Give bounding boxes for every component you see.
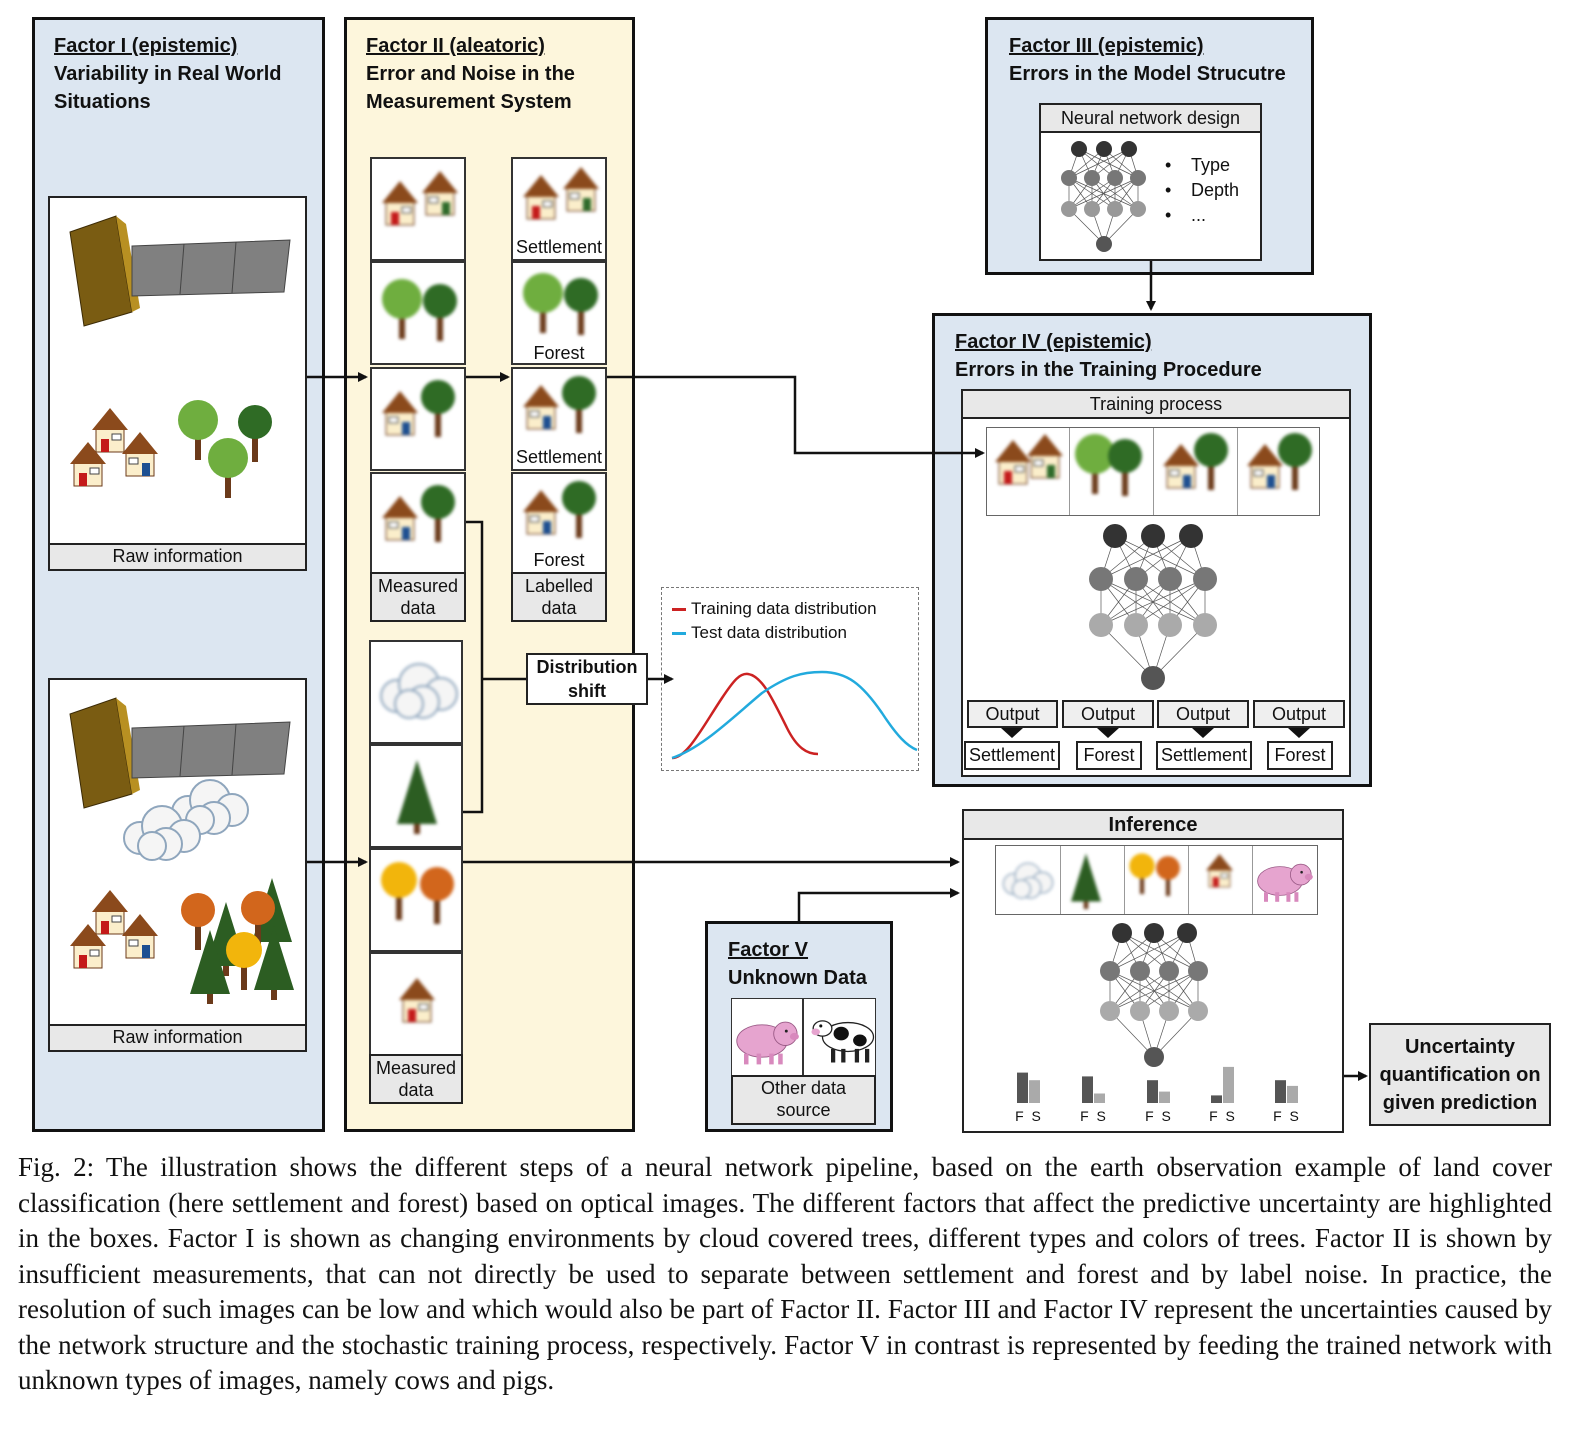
bullet-item: ... [1165, 203, 1239, 228]
measured-tile-settlement [370, 157, 466, 261]
bar-settlement [1223, 1066, 1234, 1103]
strip-divider [1188, 846, 1189, 914]
output-box: Output [1062, 700, 1154, 728]
legend-label: Test data distribution [691, 623, 847, 642]
tile-label: Settlement [515, 237, 603, 257]
inference-title: Inference [962, 809, 1344, 840]
prediction-bar-charts [1017, 1066, 1298, 1103]
nn-design-label: Neural network design [1039, 103, 1262, 133]
bar-label-row: F S F S F S F S F S [1003, 1108, 1323, 1128]
village-scene-illustration [69, 400, 272, 498]
labelled-tile: Forest [511, 261, 607, 365]
raw-scene-top [48, 196, 307, 570]
factor4-heading: Factor IV (epistemic) [955, 331, 1152, 353]
bullet-item: Depth [1165, 178, 1239, 203]
tile-label: Settlement [515, 447, 603, 467]
cloudy-village-illustration [69, 779, 294, 1004]
measured-data-label: Measured data [369, 1054, 463, 1104]
measured-tile-mixed [370, 472, 466, 576]
inference-network-icon [1100, 923, 1208, 1067]
output-box: Output [1253, 700, 1345, 728]
factor3-title: Errors in the Model Strucutre [1009, 63, 1286, 85]
strip-divider [1237, 428, 1238, 515]
inference-images-strip [995, 845, 1318, 915]
bar-settlement [1029, 1080, 1040, 1103]
bar-label: F S [1015, 1108, 1043, 1124]
bar-settlement [1159, 1091, 1170, 1103]
raw-scene-bottom [48, 678, 307, 1052]
factor5-heading: Factor V [728, 939, 809, 961]
strip-divider [1124, 846, 1125, 914]
training-process-label: Training process [961, 389, 1351, 419]
legend-entry-training: Training data distribution [672, 597, 877, 621]
bar-settlement [1287, 1085, 1298, 1103]
output-pointers [1001, 728, 1310, 738]
bullet-item: Type [1165, 153, 1239, 178]
factor2-title: Error and Noise in the Measurement Syste… [366, 63, 575, 113]
result-box: Settlement [1156, 741, 1252, 770]
output-box: Output [967, 700, 1058, 728]
factor1-title: Variability in Real World Situations [54, 63, 282, 113]
output-box: Output [1157, 700, 1249, 728]
bar-forest [1082, 1076, 1093, 1103]
bar-label: F S [1209, 1108, 1237, 1124]
training-distribution-curve [671, 672, 819, 760]
labelled-tile: Settlement [511, 367, 607, 471]
bar-label: F S [1273, 1108, 1301, 1124]
measured-tile-cloud [369, 640, 463, 744]
nn-design-bullets: Type Depth ... [1165, 153, 1239, 228]
raw-info-label-top: Raw information [48, 543, 307, 571]
tile-label: Forest [533, 550, 585, 570]
labelled-tile: Forest [511, 472, 607, 576]
cow-image [803, 998, 876, 1076]
strip-divider [1069, 428, 1070, 515]
arrow-labelled-to-training [607, 375, 985, 458]
legend-swatch [672, 632, 686, 636]
labelled-tile: Settlement [511, 157, 607, 261]
factor2-heading: Factor II (aleatoric) [366, 35, 545, 57]
figure-caption: Fig. 2: The illustration shows the diffe… [18, 1152, 1552, 1395]
training-images-strip [986, 427, 1320, 516]
measured-tile-house [369, 952, 463, 1056]
tile-label: Forest [533, 343, 585, 363]
factor5-title: Unknown Data [728, 967, 867, 989]
network-icon [1061, 141, 1146, 252]
result-box: Settlement [964, 741, 1060, 770]
factor3-heading: Factor III (epistemic) [1009, 35, 1204, 57]
nn-design-box: Neural network design Type Depth ... [1039, 103, 1262, 261]
bar-forest [1211, 1095, 1222, 1103]
strip-divider [1252, 846, 1253, 914]
pig-image [731, 998, 803, 1076]
uncertainty-quantification-box: Uncertainty quantification on given pred… [1369, 1023, 1551, 1126]
measured-tile-pine [369, 744, 463, 848]
measured-tile-mixed [370, 367, 466, 471]
factor4-title: Errors in the Training Procedure [955, 359, 1262, 381]
distribution-shift-label: Distribution shift [526, 653, 648, 705]
legend-entry-test: Test data distribution [672, 621, 877, 645]
strip-divider [1060, 846, 1061, 914]
result-box: Forest [1267, 741, 1333, 770]
bar-forest [1017, 1072, 1028, 1103]
legend-swatch [672, 608, 686, 612]
labelled-data-label: Labelled data [511, 572, 607, 622]
bar-label: F S [1080, 1108, 1108, 1124]
bar-settlement [1094, 1093, 1105, 1103]
bar-forest [1275, 1080, 1286, 1103]
satellite-icon [69, 215, 291, 327]
result-box: Forest [1076, 741, 1142, 770]
measured-tile-forest [370, 261, 466, 365]
legend-label: Training data distribution [691, 599, 877, 618]
other-data-source-label: Other data source [731, 1075, 876, 1125]
test-distribution-curve [671, 670, 918, 760]
raw-info-label-bottom: Raw information [48, 1024, 307, 1052]
training-network-icon [1089, 524, 1217, 690]
distribution-plot: Training data distribution Test data dis… [661, 587, 919, 771]
measured-tile-autumn [369, 848, 463, 952]
strip-divider [1153, 428, 1154, 515]
bar-label: F S [1145, 1108, 1173, 1124]
bar-forest [1147, 1080, 1158, 1103]
factor1-heading: Factor I (epistemic) [54, 35, 238, 57]
measured-data-label: Measured data [370, 572, 466, 622]
arrow-factor5-to-inference [797, 888, 960, 921]
